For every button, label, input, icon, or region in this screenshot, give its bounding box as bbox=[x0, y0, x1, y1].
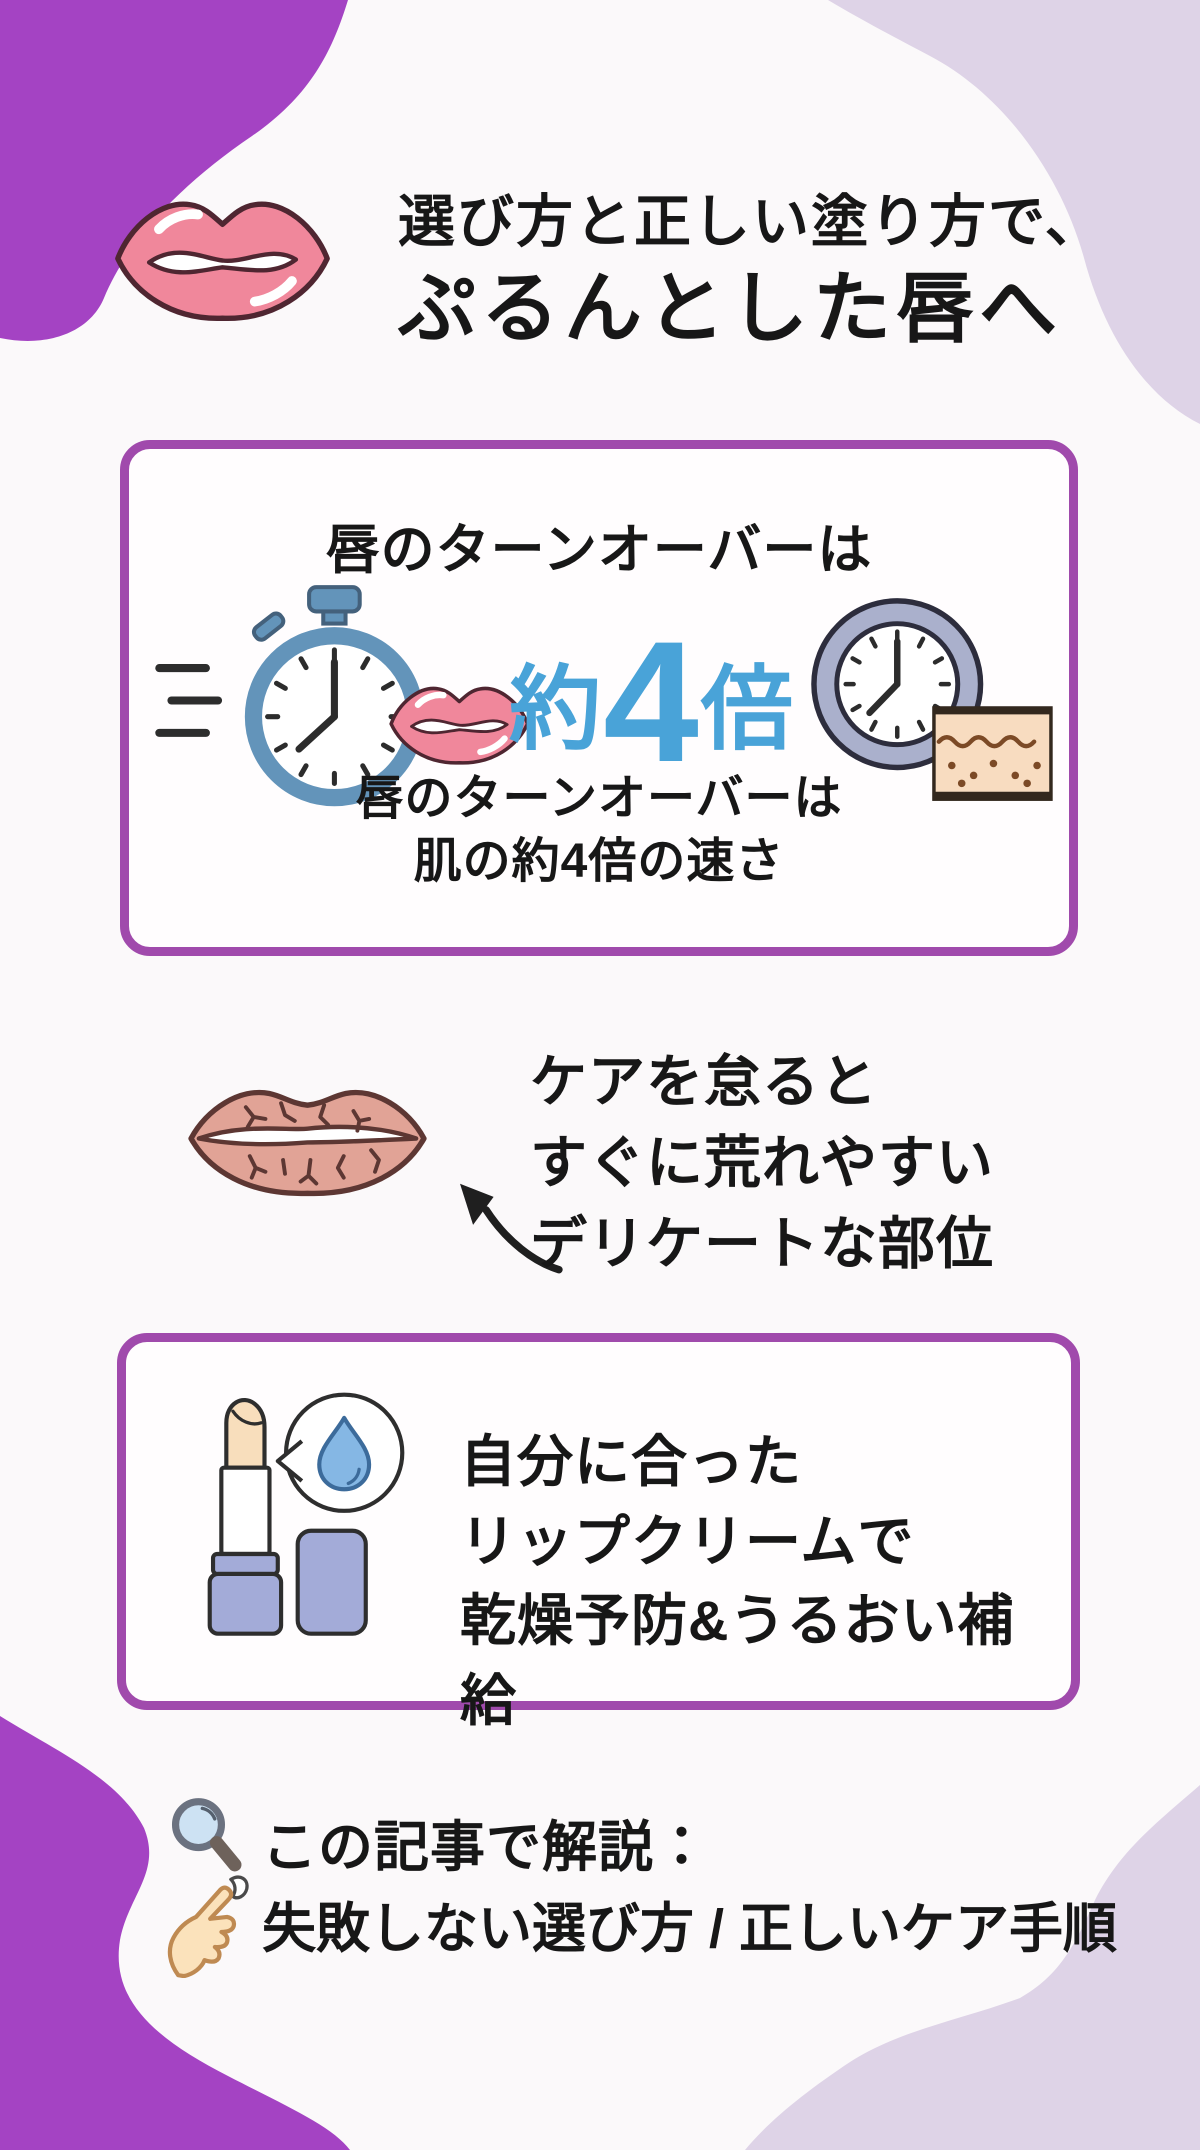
fragile-line1: ケアを怠ると bbox=[530, 1050, 878, 1114]
fragile-text: ケアを怠ると すぐに荒れやすい デリケートな部位 bbox=[530, 1042, 994, 1285]
fragile-line3: デリケートな部位 bbox=[530, 1211, 994, 1276]
lips-icon bbox=[110, 182, 335, 339]
blob-bottom-left bbox=[0, 1716, 350, 2150]
lip-balm-stick-icon bbox=[207, 1392, 405, 1636]
turnover-box: 唇のターンオーバーは bbox=[120, 440, 1078, 956]
stat-prefix: 約 bbox=[509, 659, 602, 761]
header-title: 選び方と正しい塗り方で、 ぷるんとした唇へ bbox=[398, 190, 1104, 351]
speed-lines-icon bbox=[155, 664, 223, 737]
blob-top-left bbox=[0, 0, 348, 341]
balm-line2: リップクリームで bbox=[460, 1509, 915, 1573]
pointing-hand-icon bbox=[167, 1875, 249, 1978]
balm-line1: 自分に合った bbox=[460, 1430, 802, 1493]
fragile-line2: すぐに荒れやすい bbox=[530, 1130, 994, 1195]
skin-layer-icon bbox=[932, 706, 1053, 801]
curved-arrow-icon bbox=[460, 1183, 563, 1274]
page-title-line2: ぷるんとした唇へ bbox=[398, 263, 1063, 352]
tap-spark-icon bbox=[229, 1875, 249, 1900]
stopwatch-icon bbox=[155, 585, 540, 807]
footer-topics: 失敗しない選び方 / 正しいケア手順 bbox=[262, 1899, 1118, 1959]
balm-text: 自分に合った リップクリームで 乾燥予防&うるおい補給 bbox=[460, 1422, 1071, 1740]
balm-box: 自分に合った リップクリームで 乾燥予防&うるおい補給 bbox=[117, 1333, 1080, 1732]
turnover-caption-line2: 肌の約4倍の速さ bbox=[413, 835, 785, 889]
magnifier-icon bbox=[171, 1798, 242, 1872]
water-drop-icon bbox=[317, 1415, 372, 1492]
page-title-line1: 選び方と正しい塗り方で、 bbox=[398, 190, 1104, 254]
stat-number: 4 bbox=[603, 605, 699, 798]
footer-lead: この記事で解説： bbox=[262, 1816, 711, 1878]
stat-suffix: 倍 bbox=[700, 659, 793, 761]
water-drop-bubble-icon bbox=[275, 1392, 405, 1513]
turnover-box-heading: 唇のターンオーバーは bbox=[325, 520, 873, 580]
balm-line3: 乾燥予防&うるおい補給 bbox=[460, 1589, 1015, 1732]
clock-icon bbox=[811, 598, 1053, 801]
stat-times-faster: 約 4 倍 bbox=[481, 584, 821, 819]
turnover-caption-line1: 唇のターンオーバーは bbox=[355, 772, 843, 825]
blob-top-right bbox=[828, 0, 1200, 424]
blob-bottom-right bbox=[745, 1785, 1200, 2150]
turnover-caption: 唇のターンオーバーは 肌の約4倍の速さ bbox=[129, 767, 1069, 894]
chapped-lips-icon bbox=[188, 1089, 427, 1196]
